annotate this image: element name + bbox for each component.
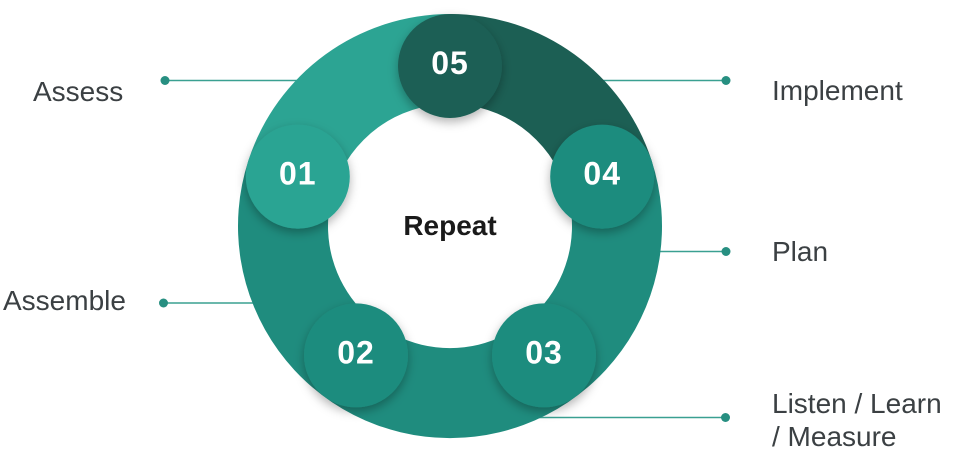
leader-lines — [159, 76, 731, 422]
leader-dot-plan — [721, 247, 731, 256]
step-bubble-03 — [492, 303, 596, 408]
step-number-04: 04 — [583, 156, 621, 192]
leader-dot-assess — [160, 76, 170, 85]
leader-dot-listen — [721, 413, 730, 422]
center-label: Repeat — [403, 210, 497, 241]
step-number-02: 02 — [337, 334, 375, 370]
label-plan: Plan — [772, 236, 829, 267]
step-bubble-02 — [304, 303, 408, 408]
leader-dot-implement — [721, 76, 731, 85]
step-number-05: 05 — [431, 45, 469, 81]
step-bubble-05 — [398, 14, 502, 118]
step-number-01: 01 — [279, 156, 317, 192]
label-assemble: Assemble — [3, 285, 126, 316]
leader-dot-assemble — [159, 298, 168, 308]
step-bubble-01 — [245, 124, 350, 229]
step-bubble-04 — [550, 124, 655, 229]
label-implement: Implement — [772, 75, 903, 106]
label-assess: Assess — [33, 76, 124, 107]
step-number-03: 03 — [525, 334, 563, 370]
label-listen-learn-measure: Listen / Learn / Measure — [772, 388, 942, 452]
